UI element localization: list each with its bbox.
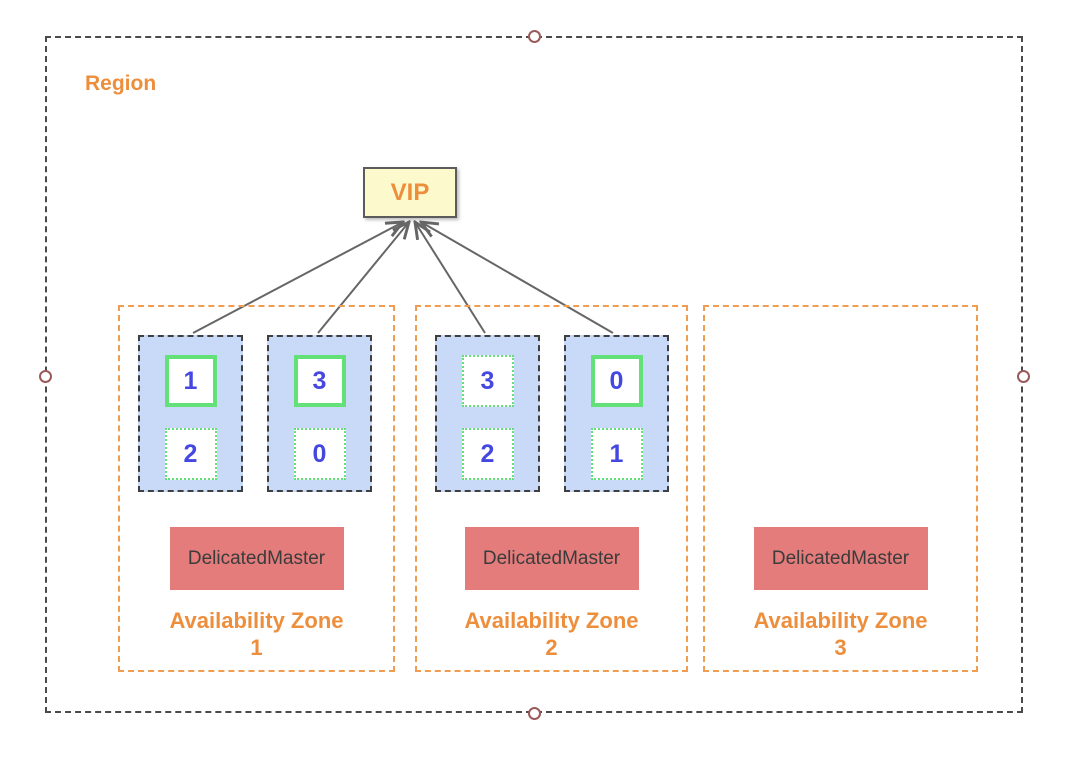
connection-handle-right-icon	[1017, 370, 1030, 383]
connection-handle-top-icon	[528, 30, 541, 43]
shard-number: 3	[480, 366, 495, 395]
shard-square: 2	[461, 428, 514, 480]
shard-number: 0	[312, 439, 327, 468]
dedicated-master-label: DelicatedMaster	[771, 547, 910, 569]
zone-label-line1: Availability Zone	[169, 608, 344, 633]
dedicated-master-box: DelicatedMaster	[753, 527, 928, 590]
node-box: 0 1	[564, 335, 669, 492]
shard-number: 2	[183, 439, 198, 468]
shard-square: 2	[164, 428, 217, 480]
shard-number: 3	[312, 366, 327, 395]
shard-number: 2	[480, 439, 495, 468]
zone-label: Availability Zone 2	[417, 607, 686, 661]
connection-handle-bottom-icon	[528, 707, 541, 720]
availability-zone-2: 3 2 0 1 DelicatedMaster Availability Zon…	[415, 305, 688, 672]
shard-square: 3	[461, 355, 514, 407]
zone-label: Availability Zone 1	[120, 607, 393, 661]
zone-label-line2: 2	[545, 635, 558, 660]
zone-label-line2: 1	[250, 635, 263, 660]
connection-handle-left-icon	[39, 370, 52, 383]
availability-zone-1: 1 2 3 0 DelicatedMaster Availability Zon…	[118, 305, 395, 672]
region-label: Region	[85, 72, 157, 95]
availability-zone-3: DelicatedMaster Availability Zone 3	[703, 305, 978, 672]
shard-square: 0	[293, 428, 346, 480]
dedicated-master-box: DelicatedMaster	[464, 527, 639, 590]
vip-box: VIP	[363, 167, 457, 218]
dedicated-master-label: DelicatedMaster	[187, 547, 326, 569]
shard-square: 1	[164, 355, 217, 407]
zone-label-line1: Availability Zone	[753, 608, 928, 633]
node-box: 1 2	[138, 335, 243, 492]
node-box: 3 2	[435, 335, 540, 492]
zone-label-line1: Availability Zone	[464, 608, 639, 633]
vip-label: VIP	[390, 178, 430, 206]
dedicated-master-label: DelicatedMaster	[482, 547, 621, 569]
node-box: 3 0	[267, 335, 372, 492]
zone-label-line2: 3	[834, 635, 847, 660]
shard-square: 1	[590, 428, 643, 480]
shard-number: 1	[609, 439, 624, 468]
shard-square: 3	[293, 355, 346, 407]
shard-number: 0	[609, 366, 624, 395]
shard-square: 0	[590, 355, 643, 407]
shard-number: 1	[183, 366, 198, 395]
zone-label: Availability Zone 3	[705, 607, 976, 661]
dedicated-master-box: DelicatedMaster	[169, 527, 344, 590]
